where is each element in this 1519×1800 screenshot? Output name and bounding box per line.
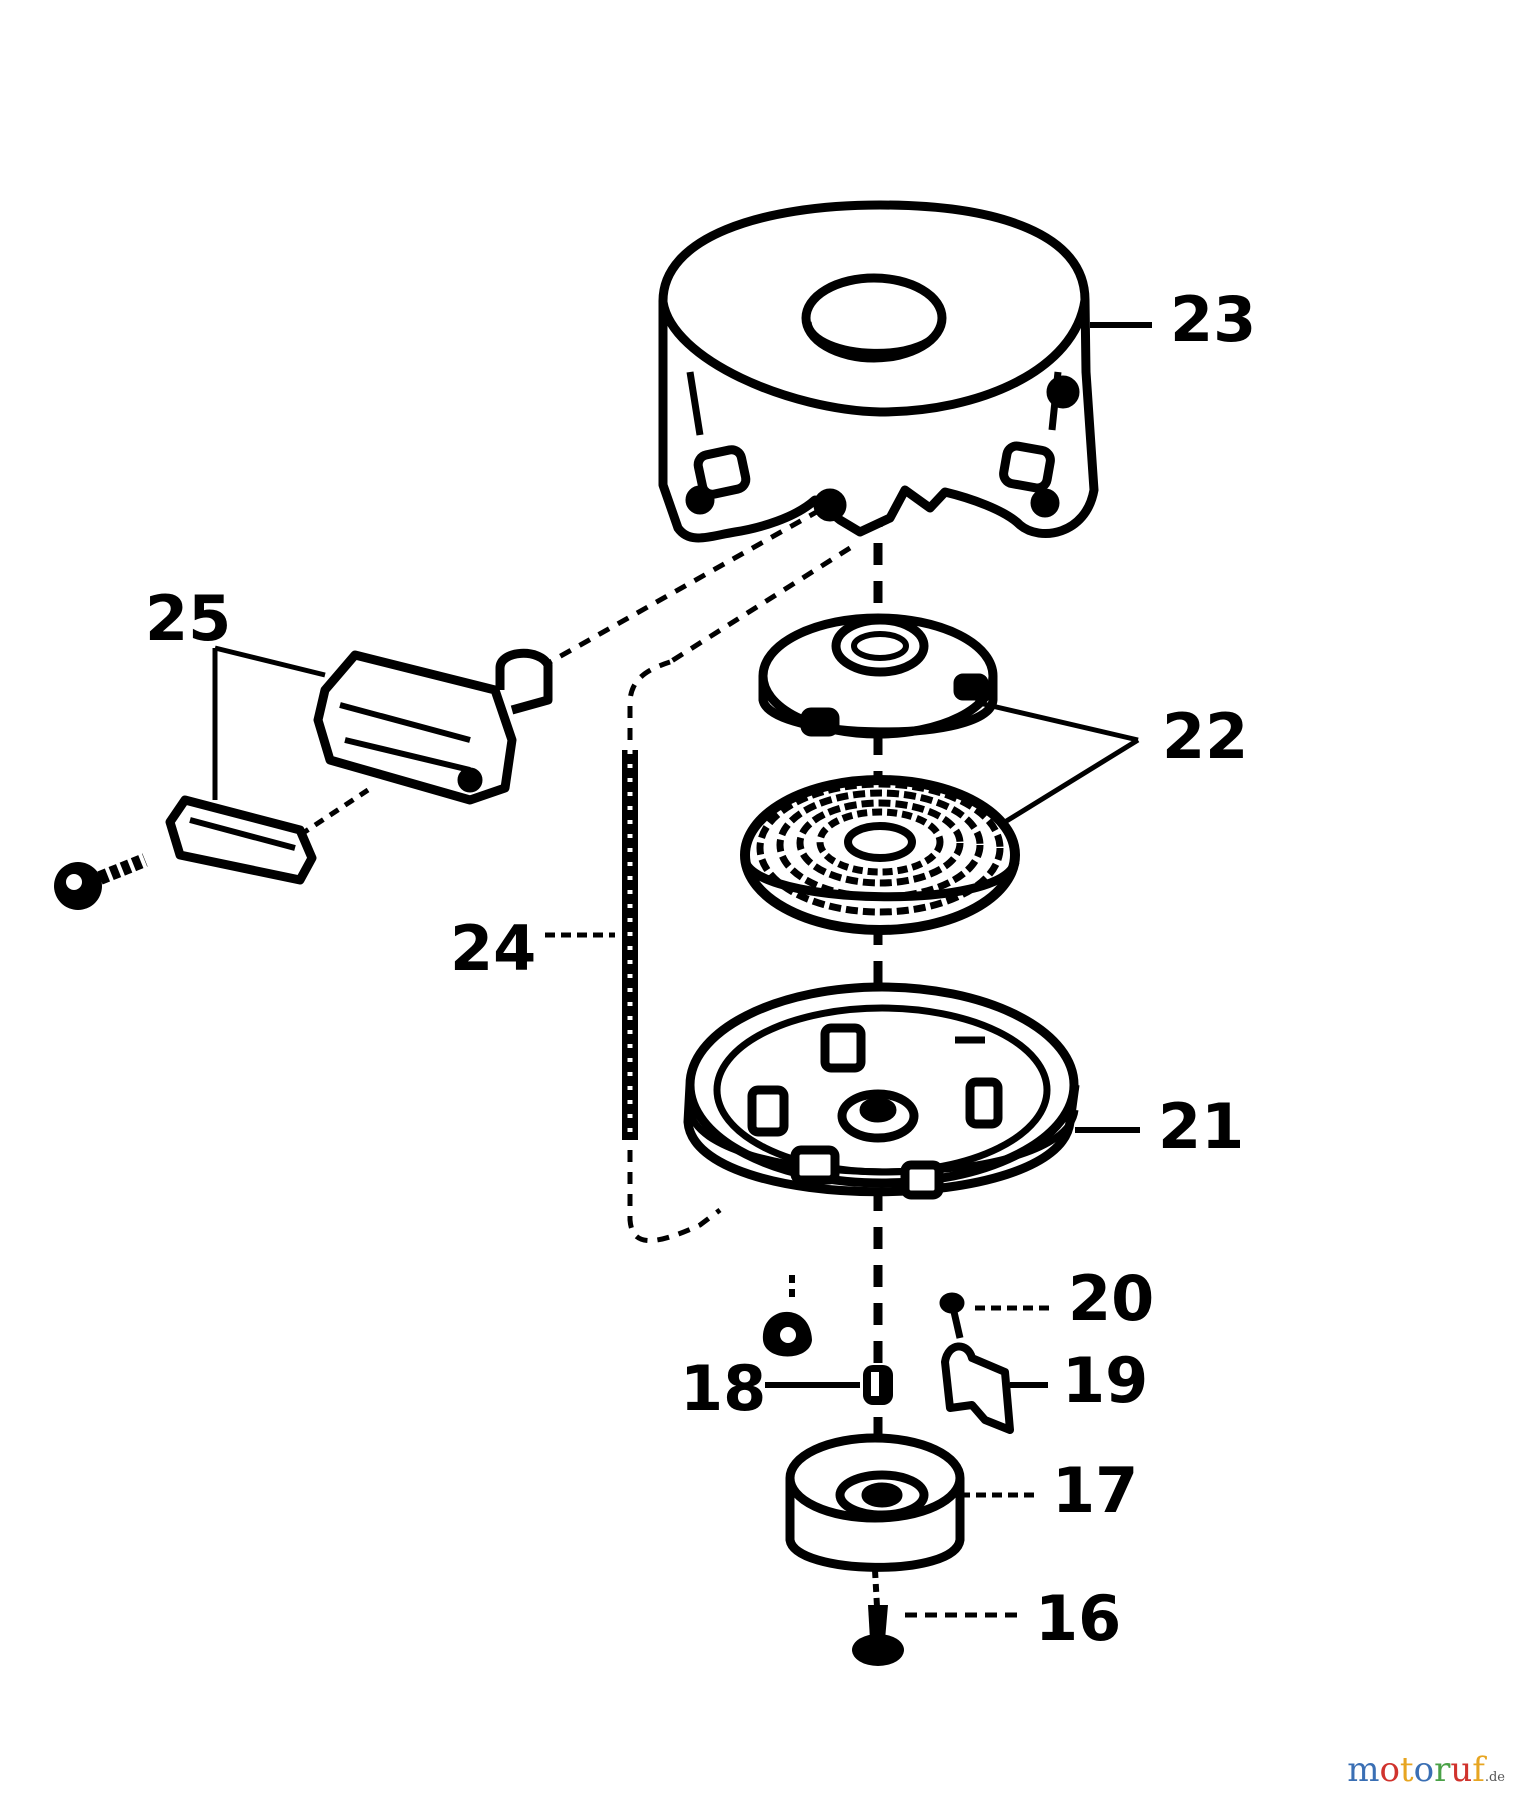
- part-22-pawl-ring: [758, 613, 998, 739]
- callout-24: 24: [450, 912, 536, 985]
- part-19-pawl: [941, 1342, 1014, 1434]
- rope-routing-line: [548, 507, 822, 665]
- leader-22: [974, 699, 1140, 828]
- callout-23: 23: [1170, 283, 1256, 356]
- callout-25: 25: [145, 582, 231, 655]
- watermark-letter: r: [1434, 1750, 1451, 1790]
- part-23-starter-housing: [658, 200, 1099, 543]
- watermark-letter: o: [1413, 1750, 1435, 1790]
- watermark-domain: .de: [1484, 1770, 1505, 1785]
- callout-22: 22: [1162, 700, 1248, 773]
- callout-19: 19: [1062, 1344, 1148, 1417]
- watermark-letter: u: [1450, 1750, 1473, 1790]
- watermark-letter: t: [1399, 1750, 1414, 1790]
- callout-20: 20: [1068, 1262, 1154, 1335]
- watermark-letters: motoruf: [1347, 1750, 1485, 1790]
- callout-18: 18: [680, 1352, 766, 1425]
- watermark-letter: o: [1379, 1750, 1400, 1790]
- part-18-spacer: [863, 1365, 893, 1405]
- motoruf-watermark-logo: motoruf.de: [1347, 1750, 1505, 1790]
- callout-17: 17: [1052, 1454, 1138, 1527]
- callout-21: 21: [1158, 1090, 1244, 1163]
- part-21-rope-pulley: [683, 982, 1080, 1200]
- part-25-screw: [54, 853, 148, 910]
- part-20-screw: [939, 1292, 965, 1339]
- part-22-recoil-spring: [740, 775, 1020, 935]
- part-24-starter-rope: [622, 659, 722, 1243]
- watermark-letter: f: [1472, 1750, 1485, 1790]
- rope-routing-line-2: [668, 545, 852, 665]
- part-16-screw: [852, 1569, 904, 1666]
- pulley-screw: [762, 1275, 812, 1357]
- watermark-letter: m: [1347, 1750, 1380, 1790]
- leader-25: [212, 645, 326, 800]
- part-25-starter-handle: [165, 648, 553, 885]
- callout-16: 16: [1035, 1582, 1121, 1655]
- part-17-cup: [785, 1433, 965, 1572]
